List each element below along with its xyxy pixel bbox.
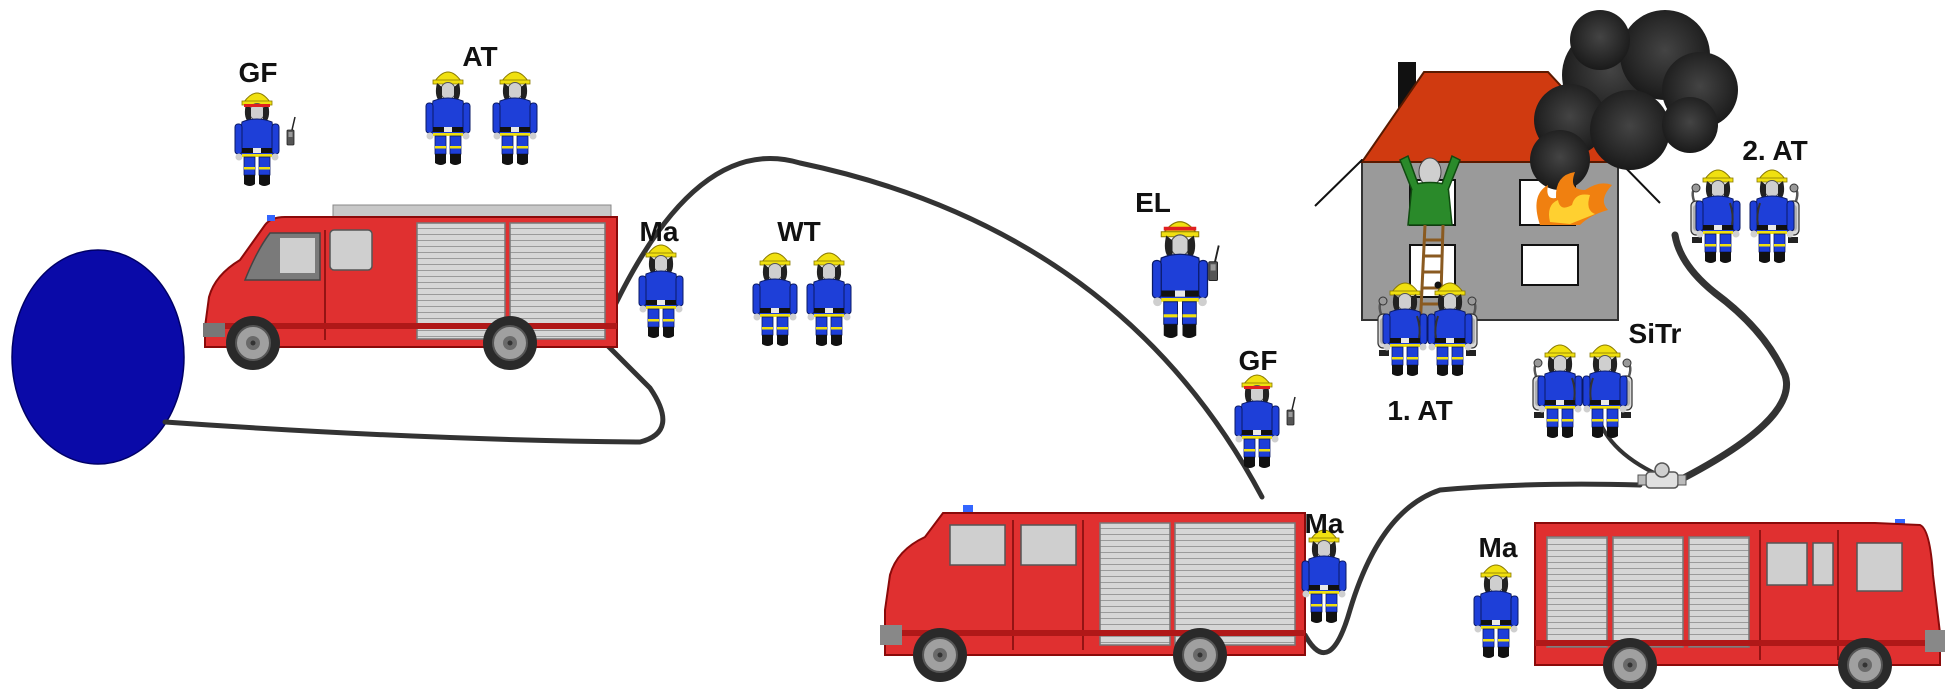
label-at1: 1. AT	[1387, 395, 1452, 426]
attack-team-top	[425, 71, 538, 166]
water-team	[752, 252, 852, 347]
label-ma-mid: Ma	[1305, 508, 1344, 539]
burning-house	[1314, 10, 1738, 331]
hose-suction	[162, 335, 666, 445]
label-gf-top: GF	[239, 57, 278, 88]
label-at2: 2. AT	[1742, 135, 1807, 166]
water-source	[11, 249, 185, 465]
label-ma-right: Ma	[1479, 532, 1518, 563]
hose-lines	[162, 156, 1790, 656]
fire-truck-lf-right	[1534, 519, 1945, 689]
label-wt: WT	[777, 216, 821, 247]
hose-attack-lower	[1302, 481, 1643, 656]
machinist-mid	[1301, 529, 1347, 624]
label-sitr: SiTr	[1629, 318, 1682, 349]
fire-truck-tsf	[203, 204, 618, 371]
label-gf-mid: GF	[1239, 345, 1278, 376]
person-in-window	[1399, 154, 1461, 226]
hose-attack-2	[1666, 231, 1790, 489]
firefighter-group-leader-top	[234, 92, 296, 187]
machinist-right	[1473, 564, 1519, 659]
distributor-icon	[1637, 462, 1687, 489]
safety-team	[1533, 345, 1632, 438]
label-at-top: AT	[462, 41, 497, 72]
hose-supply-long	[597, 156, 1265, 500]
incident-commander	[1151, 221, 1220, 339]
fire-truck-lf-middle	[880, 505, 1306, 683]
group-leader-mid	[1234, 374, 1296, 469]
label-el: EL	[1135, 187, 1171, 218]
attack-team-2	[1691, 170, 1799, 263]
label-ma-first: Ma	[640, 216, 679, 247]
fire-flames	[1536, 172, 1612, 225]
machinist-first	[638, 244, 684, 339]
smoke-cloud	[1530, 10, 1738, 190]
